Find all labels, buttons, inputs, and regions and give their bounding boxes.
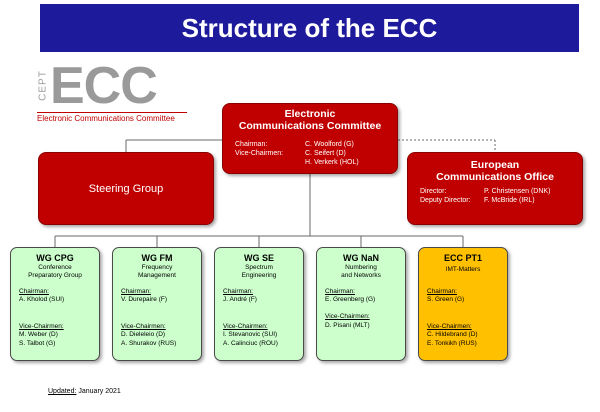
wg-chair-label: Chairman: — [19, 288, 49, 295]
wg-name: WG CPG — [36, 253, 74, 263]
wg-vice-1: C. Hildebrand (D) — [427, 331, 478, 338]
logo-underline — [37, 112, 187, 113]
ecc-logo-subtitle: Electronic Communications Committee — [37, 114, 175, 123]
wg-vice-1: D. Dieleleio (D) — [121, 331, 166, 338]
ecc-logo: CEPT ECC Electronic Communications Commi… — [32, 57, 192, 126]
ecc-logo-acronym: ECC — [50, 57, 158, 115]
wg-vice-2: E. Tonkikh (RUS) — [427, 340, 477, 347]
wg-chair: J. André (F) — [223, 296, 257, 303]
updated-note: Updated: January 2021 — [48, 388, 121, 395]
wg-chair-label: Chairman: — [223, 288, 253, 295]
wg-chair-label: Chairman: — [427, 288, 457, 295]
updated-date: January 2021 — [78, 388, 121, 395]
wg-vice-label: Vice-Chairmen: — [325, 313, 370, 320]
ecc-chairman-label: Chairman: — [235, 141, 268, 148]
wg-vice-label: Vice-Chairmen: — [223, 323, 268, 330]
wg-description: IMT-Matters — [445, 266, 481, 273]
eco-node-title: European Communications Office — [436, 159, 554, 183]
updated-label: Updated: — [48, 388, 77, 395]
page-title: Structure of the ECC — [181, 12, 438, 43]
ecc-vice-label: Vice-Chairmen: — [235, 150, 284, 157]
wg-vice-label: Vice-Chairmen: — [19, 323, 64, 330]
wg-chair-label: Chairman: — [325, 288, 355, 295]
wg-name: WG NaN — [343, 253, 379, 263]
eco-director: P. Christensen (DNK) — [484, 188, 551, 195]
wg-name: ECC PT1 — [443, 253, 482, 263]
wg-vice-label: Vice-Chairmen: — [427, 323, 472, 330]
wg-vice-2: A. Shurakov (RUS) — [121, 340, 177, 347]
ecc-node-title: Electronic Communications Committee — [238, 108, 382, 132]
ecc-chairman: C. Woolford (G) — [305, 141, 354, 148]
wg-chair: V. Durepaire (F) — [121, 296, 167, 303]
eco-deputy-label: Deputy Director: — [420, 197, 471, 204]
steering-group-node: Steering Group — [38, 152, 214, 225]
wg-name: WG FM — [141, 253, 173, 263]
eco-director-label: Director: — [420, 188, 447, 195]
ecc-vice-2: H. Verkerk (HOL) — [305, 159, 359, 166]
wg-chair-label: Chairman: — [121, 288, 151, 295]
wg-chair: A. Kholod (SUI) — [19, 296, 65, 303]
steering-group-label: Steering Group — [88, 182, 164, 195]
wg-name: WG SE — [243, 253, 274, 263]
wg-vice-2: A. Calinciuc (ROU) — [223, 340, 278, 347]
cept-logo-text: CEPT — [37, 70, 49, 101]
title-banner: Structure of the ECC — [40, 4, 579, 52]
wg-chair: E. Greenberg (G) — [325, 296, 376, 303]
ecc-vice-1: C. Seifert (D) — [305, 150, 346, 157]
ecc-pt1-node: ECC PT1 IMT-Matters Chairman: S. Green (… — [418, 247, 508, 361]
wg-vice-label: Vice-Chairmen: — [121, 323, 166, 330]
ecc-node: Electronic Communications Committee Chai… — [222, 103, 398, 174]
eco-deputy: F. McBride (IRL) — [484, 197, 535, 204]
wg-vice-2: S. Talbot (G) — [19, 340, 56, 347]
eco-node: European Communications Office Director:… — [407, 152, 583, 225]
wg-vice-1: D. Pisani (MLT) — [325, 322, 370, 329]
wg-vice-1: M. Weber (D) — [19, 331, 58, 338]
wg-vice-1: I. Stevanovic (SUI) — [223, 331, 278, 338]
wg-chair: S. Green (G) — [427, 296, 465, 303]
